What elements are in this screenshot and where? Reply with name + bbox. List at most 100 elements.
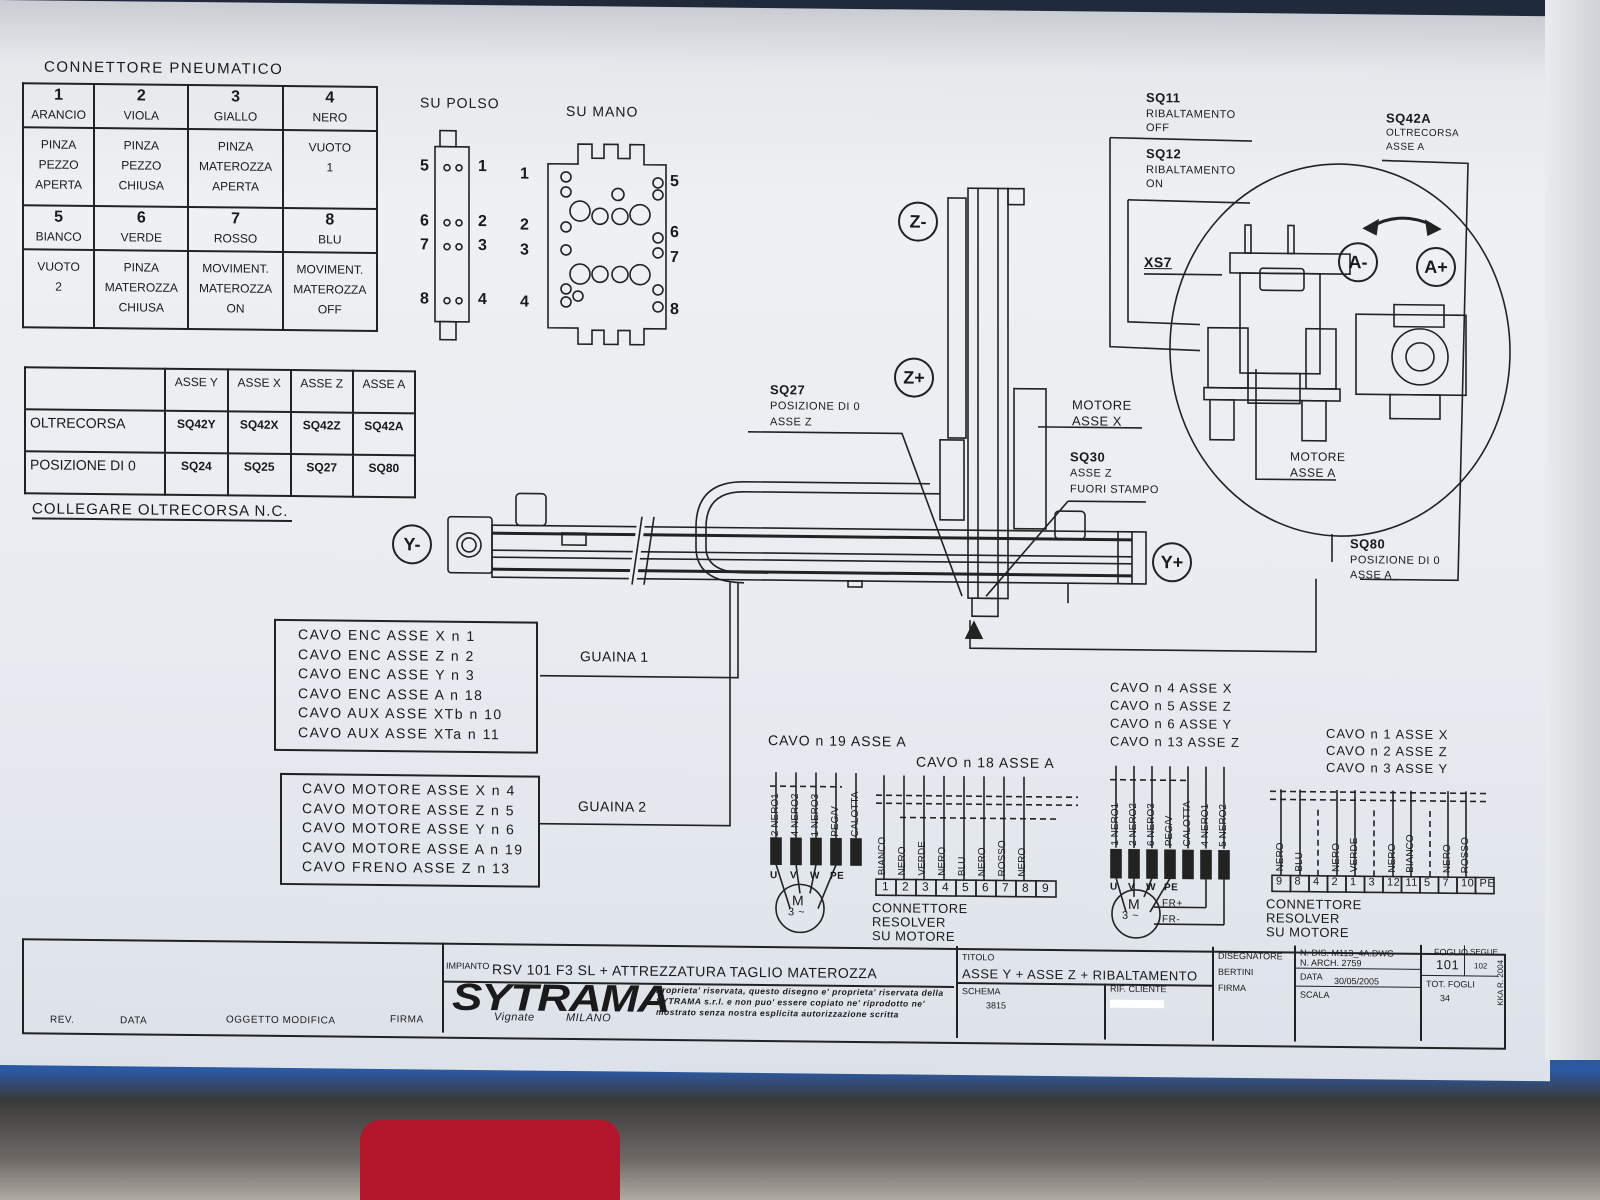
shield — [770, 785, 842, 788]
motore-a-label: MOTORE — [1290, 449, 1346, 465]
pin-number: 4 — [942, 879, 950, 894]
wire-label: 1 NERO1 — [1110, 802, 1121, 846]
sq27-axis: ASSE Z — [770, 416, 813, 429]
pin-number: 3 — [922, 879, 930, 894]
wire-label: ROSSO — [997, 840, 1008, 877]
hand-port-number: 2 — [520, 216, 530, 234]
hand-port-number: 1 — [520, 165, 530, 183]
sq27-code: SQ27 — [770, 382, 806, 398]
brake-label: FR+ — [1162, 898, 1183, 910]
hand-hole — [652, 247, 664, 259]
resolver-xyz-title-1: CAVO n 1 ASSE X — [1326, 725, 1449, 743]
terminal-block — [1182, 849, 1194, 880]
wire-label: NERO — [937, 846, 948, 876]
hand-port-number: 7 — [670, 249, 680, 267]
pin-number: 1 — [882, 879, 890, 894]
shield — [1270, 798, 1490, 803]
motor-label: 3 ~ — [788, 906, 806, 919]
signature-label: FIRMA — [390, 1014, 424, 1026]
terminal-label: V — [790, 870, 798, 882]
disegnatore-label: DISEGNATORE — [1218, 950, 1283, 962]
wire-label: ROSSO — [1460, 837, 1471, 874]
segue-value: 102 — [1474, 961, 1488, 971]
wrist-port-number: 7 — [420, 236, 430, 254]
sq12-state: ON — [1146, 178, 1164, 191]
change-label: OGGETTO MODIFICA — [226, 1014, 336, 1027]
cable-item: CAVO AUX ASSE XTb n 10 — [298, 704, 503, 723]
wrist-hole — [443, 218, 451, 227]
sq30-label: ASSE Z — [1070, 467, 1113, 480]
divider — [956, 946, 958, 1039]
cable-item: CAVO ENC ASSE Z n 2 — [298, 645, 475, 664]
impianto-label: IMPIANTO — [446, 960, 490, 972]
terminal-block — [770, 837, 782, 865]
pin-number: 2 — [1331, 875, 1339, 889]
hand-hole — [652, 284, 664, 296]
disegnatore-value: BERTINI — [1218, 966, 1254, 978]
wrist-hole — [455, 243, 463, 251]
xs7-label: XS7 — [1144, 253, 1172, 271]
wire-label: BIANCO — [877, 836, 888, 876]
sq42a-code: SQ42A — [1386, 110, 1432, 126]
resolver-pin — [1474, 876, 1495, 895]
wire-label: BLU — [957, 856, 968, 877]
resolver-pin — [1035, 880, 1057, 898]
hand-hole — [560, 296, 572, 308]
pin-number: 1 — [1350, 876, 1357, 889]
wire-label: NERO — [1275, 842, 1286, 872]
tot-fogli-value: 34 — [1440, 993, 1451, 1004]
caption-line: SU MOTORE — [872, 928, 955, 945]
axis-a-minus: A- — [1338, 242, 1378, 283]
wire-label: 4 NERO2 — [790, 793, 801, 837]
hand-hole — [652, 189, 664, 201]
wire — [1149, 877, 1171, 913]
data-value: 30/05/2005 — [1334, 975, 1380, 987]
sheath-2-label: GUAINA 2 — [578, 798, 647, 815]
terminal-label: PE — [830, 870, 845, 882]
shield — [1110, 778, 1186, 782]
wire-label: 2 NERO1 — [770, 793, 781, 837]
sq12-code: SQ12 — [1146, 146, 1182, 162]
z-axis-column — [939, 187, 1047, 618]
motor-xyz-title-1: CAVO n 4 ASSE X — [1110, 679, 1233, 696]
pin-number: 6 — [982, 880, 990, 895]
hand-holes — [560, 171, 664, 313]
motor-xyz-title-3: CAVO n 6 ASSE Y — [1110, 715, 1233, 732]
terminal-label: W — [810, 870, 820, 882]
terminal-block — [1146, 849, 1158, 879]
firma2-label: FIRMA — [1218, 982, 1246, 994]
wire-label: 4 NERO1 — [1200, 803, 1211, 847]
terminal-block — [790, 837, 802, 866]
cable-item: CAVO ENC ASSE Y n 3 — [298, 665, 476, 683]
hand-port-number: 8 — [670, 301, 680, 319]
divider — [1464, 945, 1465, 976]
terminal-block — [1128, 849, 1140, 879]
wrist-port-number: 8 — [420, 290, 430, 308]
foglio-value: 101 — [1436, 957, 1460, 973]
hand-port-number: 5 — [670, 173, 680, 191]
terminal-block — [830, 837, 842, 866]
origin-arrow-icon — [964, 620, 984, 640]
sq12-label: RIBALTAMENTO — [1146, 164, 1236, 177]
hand-hole — [569, 263, 591, 285]
sheath-1-label: GUAINA 1 — [580, 648, 649, 665]
wire — [1143, 877, 1153, 898]
divider — [442, 942, 444, 1033]
hand-hole — [591, 207, 609, 226]
resolver-xyz-caption: CONNETTORE RESOLVER SU MOTORE — [1266, 896, 1362, 940]
sq11-code: SQ11 — [1146, 90, 1181, 106]
pin-number: 8 — [1022, 880, 1030, 895]
wire-label: BIANCO — [1405, 834, 1416, 873]
sq11-state: OFF — [1146, 122, 1170, 135]
wrist-port-number: 1 — [478, 158, 488, 176]
wrist-port-number: 5 — [420, 157, 430, 175]
hand-hole — [560, 186, 572, 198]
sq80-code: SQ80 — [1350, 536, 1386, 552]
background-red-object — [360, 1120, 620, 1200]
shield — [900, 816, 1060, 820]
hand-hole — [629, 203, 651, 226]
terminal-label: U — [770, 870, 778, 882]
pin-number: PE — [1479, 877, 1496, 890]
wire-label: PEG/V — [830, 806, 841, 837]
